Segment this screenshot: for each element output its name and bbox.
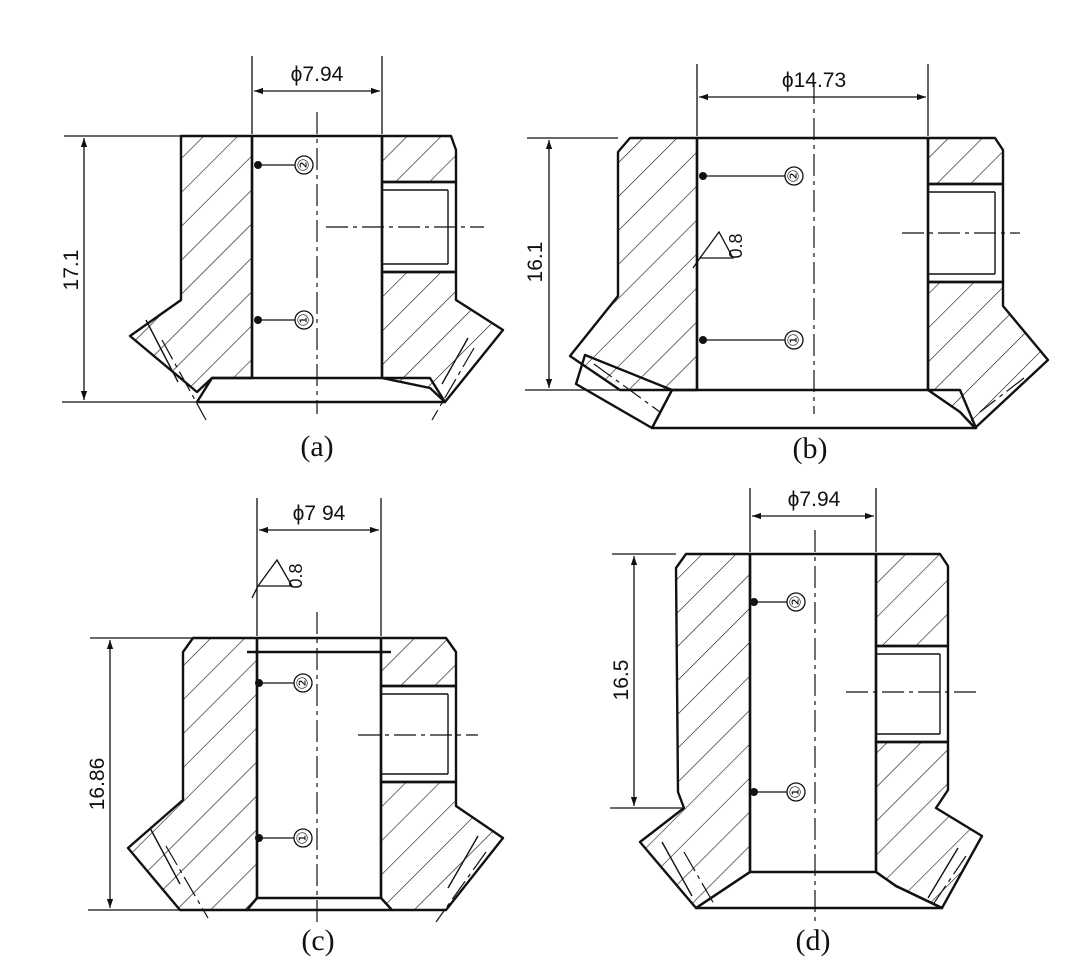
roughness-value: 0.8 (726, 233, 746, 258)
height-label: 16.5 (610, 660, 633, 701)
left-wall-section (128, 134, 254, 394)
caption-b: (b) (793, 432, 828, 465)
caption-d: (d) (796, 924, 831, 957)
right-lower-wall-section (926, 280, 1050, 430)
left-wall-section (126, 636, 259, 912)
marker-2: ② (296, 158, 313, 171)
height-label: 17.1 (60, 250, 83, 291)
marker-1: ① (295, 831, 312, 844)
diameter-label: ϕ7.94 (291, 63, 344, 86)
view-b: ϕ14.73 16.1 0.8 ② ① (b) (524, 64, 1050, 465)
roughness-symbol (251, 558, 294, 599)
caption-c: (c) (301, 924, 334, 957)
marker-2: ② (786, 169, 803, 182)
view-d: ϕ7.94 16.5 ② ① (d) (610, 488, 984, 957)
diameter-label: ϕ7.94 (788, 488, 841, 511)
diameter-label: ϕ14.73 (782, 69, 846, 92)
diameter-label: ϕ7 94 (293, 502, 346, 525)
left-wall-section (638, 552, 752, 910)
height-label: 16.1 (524, 242, 547, 283)
marker-1: ① (296, 313, 313, 326)
marker-1: ① (788, 785, 805, 798)
bore-bottom (245, 896, 394, 912)
right-upper-wall-section (874, 552, 950, 648)
roughness-value: 0.8 (286, 563, 306, 588)
left-bevel-band (574, 353, 674, 430)
roughness-symbol (692, 230, 735, 269)
bore-bottom (694, 870, 944, 910)
right-lower-wall-section (380, 270, 505, 404)
right-upper-wall-section (380, 134, 458, 184)
marker-1: ① (786, 333, 803, 346)
marker-2: ② (788, 595, 805, 608)
marker-2: ② (295, 676, 312, 689)
view-a: ϕ7.94 17.1 ② ① (a) (60, 56, 505, 463)
left-wall-section (568, 136, 699, 392)
caption-a: (a) (300, 430, 333, 463)
view-c: ϕ7 94 16.86 0.8 ② ① (c) (86, 498, 505, 957)
right-lower-wall-section (379, 780, 505, 912)
height-label: 16.86 (86, 758, 109, 811)
side-hole (874, 644, 950, 744)
bore-bottom (195, 376, 447, 404)
right-upper-wall-section (926, 136, 1005, 186)
right-upper-wall-section (379, 636, 458, 688)
side-hole (379, 684, 458, 784)
